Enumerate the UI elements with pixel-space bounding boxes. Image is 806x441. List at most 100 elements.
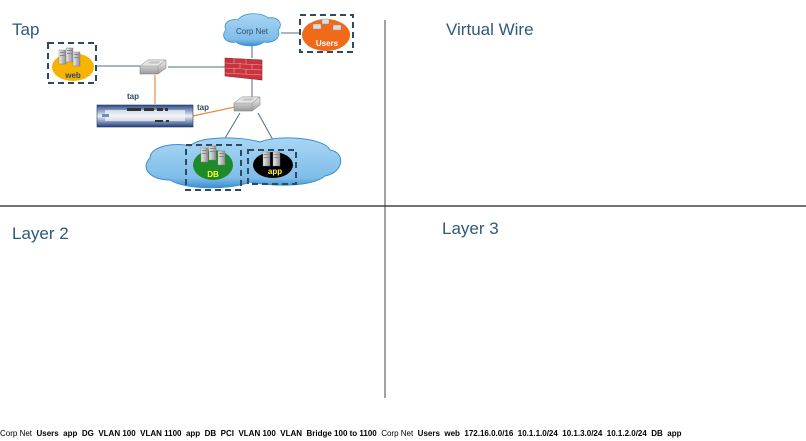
laptop-icon: Users — [418, 423, 445, 440]
switch-app-link — [257, 112, 274, 141]
layer2-panel: DG VLAN 100 VLAN 1100 app DB PCI VLAN 10… — [82, 423, 381, 440]
tap-corp-net-cloud — [223, 13, 281, 47]
l3-subnet-db-label: 10.1.3.0/24 — [562, 429, 603, 438]
l3-app-link: Corp Net Users web 172.16.0.0/16 10.1.1. — [381, 423, 681, 440]
vw-users-label: Users — [36, 429, 59, 438]
l3-corpnet-fw-link: Corp Net Users web 172.16.0.0/16 10.1.1. — [381, 423, 681, 440]
l3-web-zone: web — [444, 423, 464, 440]
l3-fw-app-switch-link: Corp Net Users web 172.16.0.0/16 10.1.1. — [381, 423, 681, 440]
laptop-icon: Users — [36, 423, 63, 440]
l3-web-switch-link: Corp Net Users web 172.16.0.0/16 10.1.1. — [381, 423, 681, 440]
vw-router-icon: app — [63, 423, 82, 440]
l3-subnet-app-label: 10.1.2.0/24 — [606, 429, 647, 438]
laptop-icon — [321, 18, 330, 25]
l3-db-link: Corp Net Users web 172.16.0.0/16 10.1.1. — [381, 423, 681, 440]
l2-vlan100-link: DG VLAN 100 VLAN 1100 app DB PCI VLAN 10… — [82, 423, 381, 440]
laptop-icon — [312, 23, 322, 30]
laptop-icon: Users — [418, 423, 445, 440]
virtual-wire-title: Virtual Wire — [446, 20, 534, 39]
l2-app-db-zone: app DB — [186, 423, 221, 440]
l3-app-zone: app — [667, 423, 681, 440]
l3-web-label: web — [444, 429, 460, 438]
l3-app-switch-icon: 172.16.0.0/16 10.1.1.0/24 10.1.3.0/24 10… — [464, 423, 681, 440]
l2-vlan1100-link: DG VLAN 100 VLAN 1100 app DB PCI VLAN 10… — [82, 423, 381, 440]
vw-switch-icon: app — [63, 423, 82, 440]
l3-subnet-web-label: 10.1.1.0/24 — [517, 429, 558, 438]
vw-app-label: app — [63, 429, 78, 438]
laptop-icon: Users — [418, 423, 445, 440]
vw-router-fw-link: Corp Net Users app — [0, 423, 82, 440]
diagram-canvas: Corp Net Users web — [0, 13, 806, 398]
l2-switch-icon: VLAN 100 VLAN 1100 app DB PCI VLAN 100 V… — [98, 423, 381, 440]
l2-pci-label: PCI — [220, 429, 234, 438]
l2-pci-zone: PCI — [221, 423, 239, 440]
l2-vlan-bottom-right-label: VLAN — [280, 429, 303, 438]
tap-link-2 — [187, 106, 236, 118]
vw-cloud: Corp Net Users app — [0, 423, 82, 440]
tap-title: Tap — [12, 20, 40, 39]
l3-switch-fw-link: Corp Net Users web 172.16.0.0/16 10.1.1. — [381, 423, 681, 440]
firewall-icon — [224, 57, 263, 81]
tap-web-zone: web — [47, 42, 97, 84]
l2-firewall-appliance-icon: Bridge 100 to 1100 — [306, 423, 381, 440]
vw-fw-switch-link: Corp Net Users app — [0, 423, 82, 440]
vw-corp-net-label: Corp Net — [0, 429, 33, 438]
vw-corp-net-cloud: Corp Net Users app — [0, 423, 82, 440]
tap-switch-lower-icon — [233, 96, 261, 112]
l2-dg-link: DG VLAN 100 VLAN 1100 app DB PCI VLAN 10… — [82, 423, 381, 440]
layer2-title: Layer 2 — [12, 224, 69, 243]
tap-panel: Corp Net Users web — [47, 13, 354, 191]
l3-firewall-appliance-icon: 172.16.0.0/16 10.1.1.0/24 10.1.3.0/24 10… — [464, 423, 681, 440]
l3-fw-db-switch-link: Corp Net Users web 172.16.0.0/16 10.1.1. — [381, 423, 681, 440]
deployment-modes-diagram: Corp Net Users web — [0, 13, 806, 438]
l2-router-icon: DG VLAN 100 VLAN 1100 app DB PCI VLAN 10… — [82, 423, 381, 440]
l2-vlan-bottom-left-label: VLAN 100 — [238, 429, 276, 438]
tap-cloud — [145, 137, 342, 189]
vw-app-zone: app — [63, 423, 82, 440]
tap-web-label: web — [64, 71, 81, 80]
tap-app-label: app — [268, 167, 282, 176]
vw-switch-app-link: Corp Net Users app — [0, 423, 82, 440]
l3-app-label: app — [667, 429, 682, 438]
l3-db-zone: DB — [651, 423, 667, 440]
tap-users-zone: Users — [299, 14, 354, 53]
virtual-wire-panel: Corp Net Users app — [0, 423, 82, 440]
l3-users-zone: Users — [418, 423, 445, 440]
l2-dg-label: DG — [81, 429, 94, 438]
tap-label-1: tap — [127, 92, 139, 101]
l3-cloud: Corp Net Users web 172.16.0.0/16 10.1.1. — [381, 423, 681, 440]
laptop-icon: Users — [36, 423, 63, 440]
laptop-icon: Users — [36, 423, 63, 440]
l2-vlan-right-label: VLAN 1100 — [140, 429, 182, 438]
l3-corpnet-users-link: Corp Net Users web 172.16.0.0/16 10.1.1. — [381, 423, 681, 440]
l3-corp-net-label: Corp Net — [381, 429, 414, 438]
vw-users-zone: Users — [36, 423, 63, 440]
l3-web-switch-icon: 172.16.0.0/16 10.1.1.0/24 10.1.3.0/24 10… — [464, 423, 681, 440]
l2-vlan-left-label: VLAN 100 — [98, 429, 136, 438]
vw-firewall-appliance-icon: app — [63, 423, 82, 440]
l2-app-label: app — [185, 429, 201, 438]
l2-bridge-link-2: DG VLAN 100 VLAN 1100 app DB PCI VLAN 10… — [82, 423, 381, 440]
tap-corp-net-label: Corp Net — [236, 27, 269, 36]
l2-bridge-label: Bridge 100 to 1100 — [306, 429, 377, 438]
l3-users-label: Users — [417, 429, 440, 438]
tap-switch-top-icon — [139, 59, 167, 75]
l3-corp-net-cloud: Corp Net Users web 172.16.0.0/16 10.1.1. — [381, 423, 681, 440]
tap-app-zone: app — [247, 149, 297, 185]
vw-corpnet-users-link: Corp Net Users app — [0, 423, 82, 440]
tap-db-label: DB — [207, 170, 219, 179]
tap-firewall-appliance-icon — [96, 104, 194, 128]
l2-bridge-link-1: DG VLAN 100 VLAN 1100 app DB PCI VLAN 10… — [82, 423, 381, 440]
tap-users-label: Users — [316, 39, 339, 48]
tap-label-2: tap — [197, 103, 209, 112]
laptop-icon — [332, 24, 342, 31]
l3-db-switch-icon: 172.16.0.0/16 10.1.1.0/24 10.1.3.0/24 10… — [464, 423, 681, 440]
l3-subnet-corp-label: 172.16.0.0/16 — [464, 429, 514, 438]
layer3-title: Layer 3 — [442, 219, 499, 238]
tap-db-zone: DB — [185, 144, 242, 191]
vw-corpnet-router-link: Corp Net Users app — [0, 423, 82, 440]
layer3-panel: Corp Net Users web 172.16.0.0/16 10.1.1. — [381, 423, 681, 440]
l2-cloud: DG VLAN 100 VLAN 1100 app DB PCI VLAN 10… — [82, 423, 381, 440]
l3-db-label: DB — [651, 429, 663, 438]
l2-db-label: DB — [204, 429, 217, 438]
